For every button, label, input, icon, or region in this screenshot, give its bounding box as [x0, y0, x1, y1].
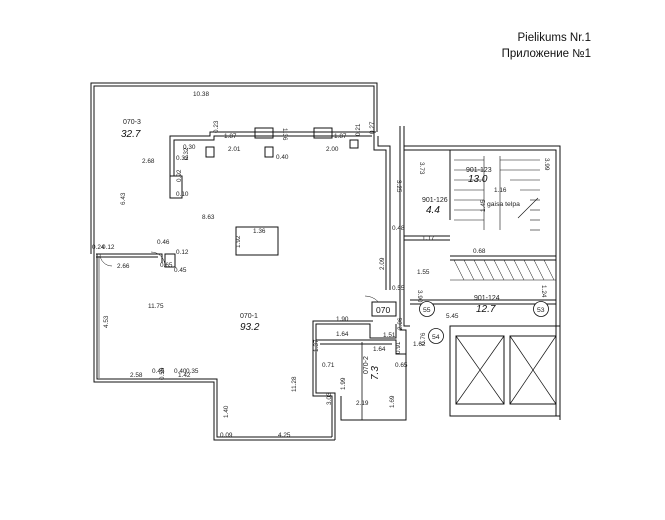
stair-core — [399, 126, 561, 420]
dim-label: 0.09 — [220, 432, 233, 439]
dim-label: 0.76 — [420, 332, 427, 345]
dim-label: 3.73 — [418, 162, 425, 175]
dim-label: 10.38 — [193, 91, 209, 98]
dim-label: 2.19 — [356, 400, 369, 407]
marker-53-label: 53 — [537, 307, 545, 314]
dim-label: 11.75 — [148, 303, 164, 310]
room-id-901-124: 901-124 — [474, 295, 500, 302]
dim-label: 1.55 — [417, 269, 430, 276]
dim-label: 2.00 — [326, 146, 339, 153]
room-area-070-2: 7.3 — [370, 366, 381, 380]
dim-label: 0.21 — [355, 123, 362, 136]
dim-label: 2.58 — [130, 372, 143, 379]
dim-label: 2.06 — [397, 317, 404, 330]
dim-label: 1.64 — [373, 346, 386, 353]
dim-label: 2.66 — [117, 263, 130, 270]
dim-label: 0.48 — [392, 225, 405, 232]
dim-label: 1.42 — [178, 372, 191, 379]
dim-label: 1.90 — [336, 316, 349, 323]
marker-54-label: 54 — [432, 334, 440, 341]
dim-label: 1.36 — [253, 228, 266, 235]
dim-label: 1.16 — [494, 187, 507, 194]
dim-label: 0.35 — [186, 368, 199, 375]
dim-label: 4.53 — [103, 315, 110, 328]
room-area-901-126: 4.4 — [426, 205, 440, 216]
dim-label: 0.92 — [176, 169, 183, 182]
dim-label: 0.12 — [176, 249, 189, 256]
dim-label: 0.68 — [473, 248, 486, 255]
dim-label: 0.32 — [176, 155, 189, 162]
dim-label: 0.45 — [174, 267, 187, 274]
marker-54 — [428, 328, 444, 344]
dim-label: 0.40 — [276, 154, 289, 161]
room-area-901-124: 12.7 — [476, 304, 496, 315]
dim-label: 0.23 — [213, 120, 220, 133]
dimensions: 10.38 2.68 6.43 8.63 1.36 11.75 4.53 2.6… — [92, 91, 550, 439]
label-gaisa-telpa: gaisa telpa — [487, 201, 520, 208]
unit-box-label: 070 — [376, 305, 390, 315]
dim-label: 1.87 — [224, 133, 237, 140]
dim-label: 2.09 — [379, 257, 386, 270]
dim-label: 1.45 — [480, 199, 487, 212]
dim-label: 1.37 — [313, 339, 320, 352]
marker-55 — [419, 301, 435, 317]
unit-box — [371, 301, 397, 317]
dim-label: 0.40 — [174, 368, 187, 375]
room-id-070-1: 070-1 — [240, 313, 258, 320]
dim-label: 3.25 — [395, 180, 402, 193]
dim-label: 1.69 — [389, 395, 396, 408]
dim-label: 0.32 — [183, 147, 190, 160]
dim-label: 6.43 — [120, 192, 127, 205]
marker-55-label: 55 — [423, 307, 431, 314]
dim-label: 1.87 — [334, 133, 347, 140]
dim-label: 1.64 — [336, 331, 349, 338]
dim-label: 0.59 — [159, 367, 166, 380]
dim-label: 0.46 — [157, 239, 170, 246]
dim-label: 3.03 — [326, 392, 333, 405]
annex-title: Pielikums Nr.1 — [517, 32, 592, 44]
dim-label: 2.01 — [228, 146, 241, 153]
dim-label: 0.71 — [322, 362, 335, 369]
room-area-901-123: 13.0 — [468, 174, 488, 185]
dim-label: 2.68 — [142, 158, 155, 165]
dim-label: 1.51 — [383, 332, 396, 339]
room-id-070-3: 070-3 — [123, 119, 141, 126]
dim-label: 1.17 — [422, 235, 435, 242]
central-column — [235, 226, 279, 256]
room-id-901-123: 901-123 — [466, 167, 492, 174]
dim-label: 0.65 — [160, 262, 173, 269]
dim-label: 1.92 — [235, 235, 242, 248]
dim-label: 0.91 — [395, 341, 402, 354]
dim-label: 5.45 — [446, 313, 459, 320]
room-area-070-1: 93.2 — [240, 322, 260, 333]
dim-label: 0.30 — [183, 144, 196, 151]
dim-label: 0.24 — [92, 244, 105, 251]
dim-label: 0.65 — [395, 362, 408, 369]
room-id-070-2: 070-2 — [363, 356, 370, 374]
dim-label: 11.28 — [291, 376, 298, 392]
dim-label: 3.90 — [416, 290, 423, 303]
annex-title-ru: Приложение №1 — [501, 48, 591, 60]
dim-label: 1.62 — [413, 341, 426, 348]
dim-label: 0.10 — [176, 191, 189, 198]
room-id-901-126: 901-126 — [422, 197, 448, 204]
dim-label: 0.45 — [152, 368, 165, 375]
dim-label: 4.25 — [278, 432, 291, 439]
dim-label: 0.27 — [369, 121, 376, 134]
dim-label: 3.99 — [543, 158, 550, 171]
dim-label: 1.40 — [223, 405, 230, 418]
dim-label: 8.63 — [202, 214, 215, 221]
dim-label: 0.12 — [102, 244, 115, 251]
room-area-070-3: 32.7 — [121, 129, 141, 140]
dim-label: 1.99 — [340, 377, 347, 390]
dim-label: 0.55 — [392, 285, 405, 292]
marker-53 — [533, 301, 549, 317]
dim-label: 1.24 — [540, 285, 547, 298]
dim-label: 1.36 — [281, 128, 288, 141]
